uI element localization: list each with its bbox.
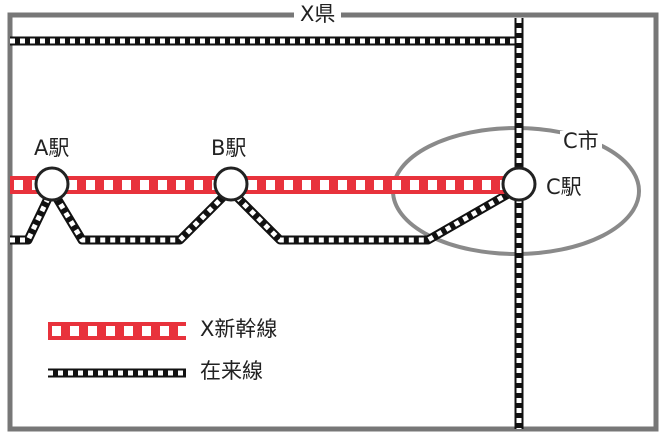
station-a-marker bbox=[34, 166, 70, 202]
prefecture-border bbox=[7, 12, 659, 432]
station-c-label: C駅 bbox=[546, 175, 582, 199]
conventional-lines bbox=[10, 18, 524, 429]
station-a-label: A駅 bbox=[34, 136, 70, 160]
city-label: C市 bbox=[560, 131, 602, 152]
prefecture-label: X県 bbox=[294, 4, 342, 25]
station-c-marker bbox=[501, 166, 537, 202]
station-b-label: B駅 bbox=[211, 136, 247, 160]
legend-shinkansen-label: X新幹線 bbox=[200, 317, 278, 341]
station-b-marker bbox=[213, 166, 249, 202]
conventional-line-south bbox=[10, 185, 511, 245]
legend-conventional-label: 在来線 bbox=[200, 359, 263, 383]
